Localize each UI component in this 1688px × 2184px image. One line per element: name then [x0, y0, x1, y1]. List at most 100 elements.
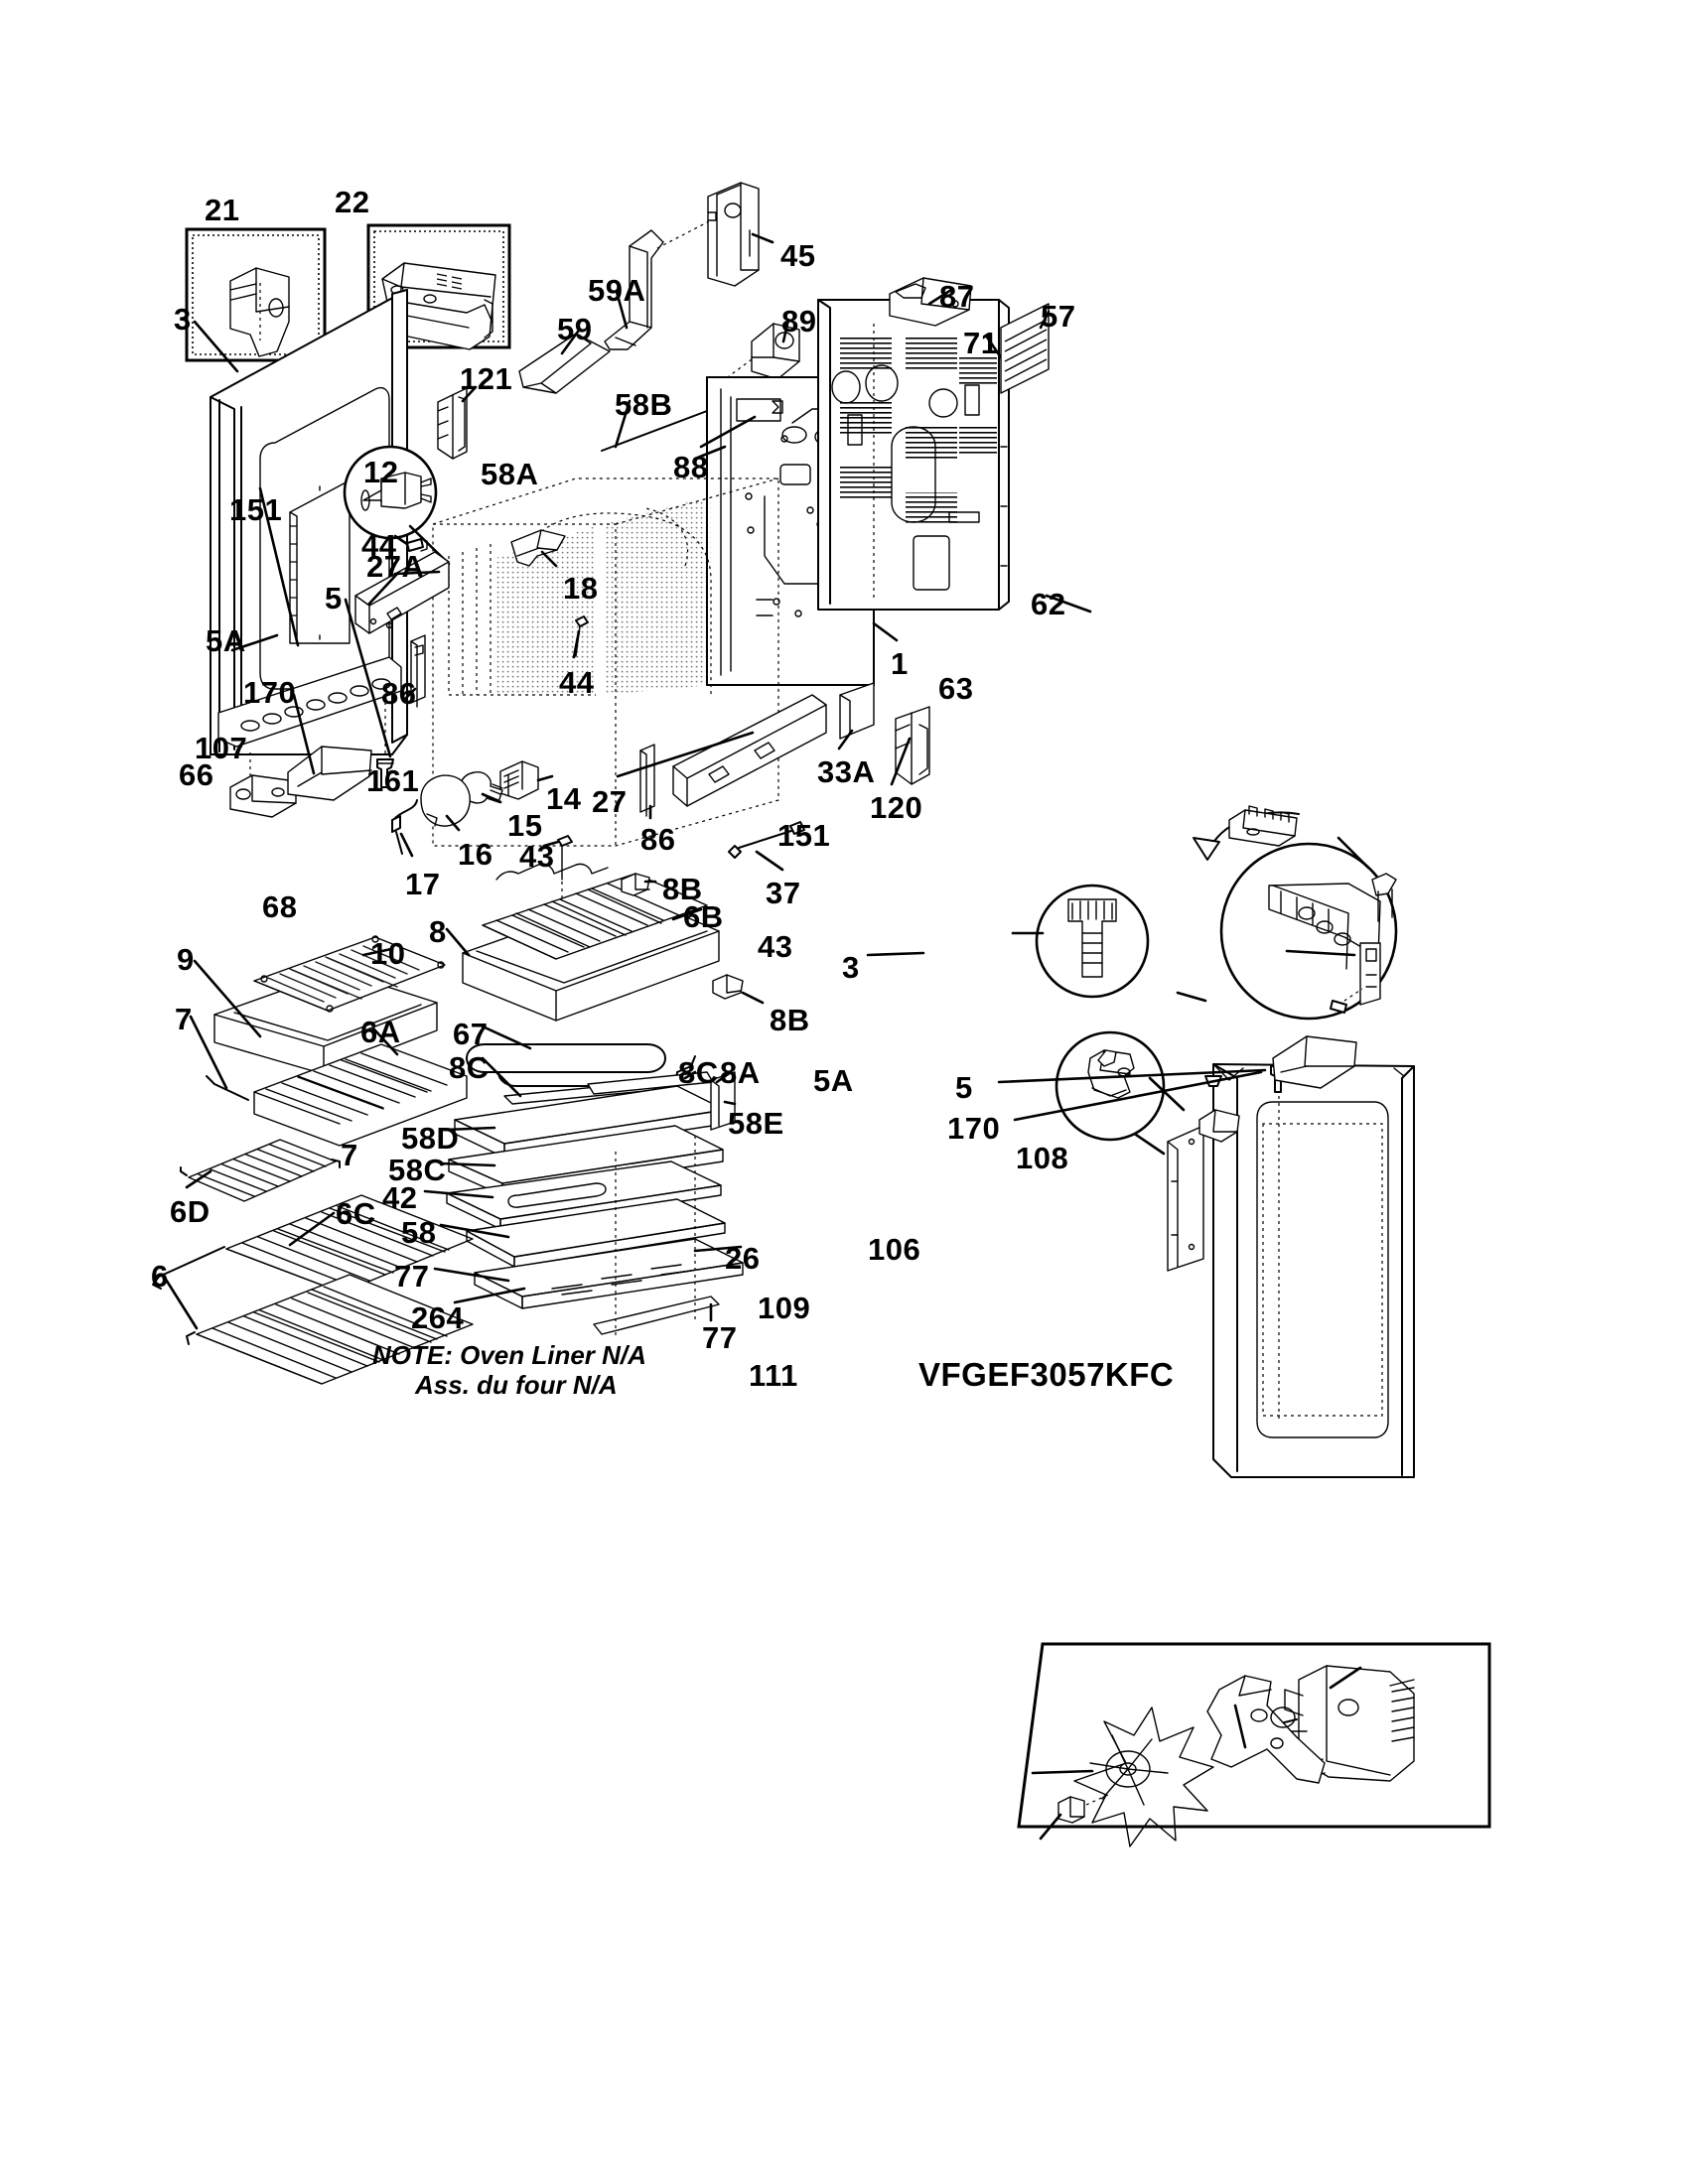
note-line-2: Ass. du four N/A [415, 1370, 618, 1400]
callout-37: 37 [766, 876, 801, 910]
leader-8A [715, 1070, 733, 1084]
callout-58B: 58B [615, 387, 673, 422]
callout-161: 161 [366, 763, 420, 798]
leader-88 [693, 445, 727, 461]
broiler-insert-10 [253, 935, 446, 1013]
rail-33A [837, 682, 875, 751]
note-line-1: NOTE: Oven Liner N/A [372, 1340, 646, 1370]
clip-86-right [639, 744, 655, 820]
vent-duct-59A [604, 219, 712, 350]
callout-120: 120 [870, 790, 923, 825]
left-hinge-assembly [229, 598, 394, 818]
lens-16 [420, 774, 471, 832]
clip-86-left [401, 634, 426, 708]
screw-5-left [344, 598, 394, 788]
callout-66: 66 [179, 757, 214, 792]
fan-nut-111 [1039, 1794, 1109, 1841]
callout-12: 12 [363, 455, 399, 489]
screw-44-right [572, 615, 589, 659]
lamp-assembly [391, 760, 554, 858]
bracket-63 [1285, 942, 1381, 1014]
callout-62: 62 [1031, 587, 1066, 621]
rail-58B-top [601, 410, 708, 452]
clip-8B-lower [712, 974, 765, 1005]
callout-8B-upper: 8B [662, 872, 703, 906]
callout-42: 42 [382, 1180, 418, 1215]
callout-21: 21 [205, 193, 240, 227]
callout-63: 63 [938, 671, 974, 706]
callout-43-mid: 43 [519, 839, 555, 874]
leader-62 [1336, 836, 1370, 870]
latch-18 [510, 529, 566, 568]
bottom-trim-77 [593, 1296, 720, 1335]
oven-cavity-liner [432, 478, 779, 847]
callout-264: 264 [411, 1300, 465, 1335]
callout-6A: 6A [360, 1015, 401, 1049]
callout-5A-left: 5A [206, 623, 246, 658]
clip-8B-upper [621, 873, 657, 896]
fan-bracket-106 [1206, 1675, 1326, 1784]
circle-detail-12 [343, 445, 451, 566]
callout-67: 67 [453, 1017, 489, 1051]
clip-1 [1228, 805, 1298, 847]
callout-22: 22 [335, 185, 370, 219]
callout-1: 1 [891, 646, 909, 681]
callout-7-lower: 7 [341, 1138, 358, 1172]
callout-89: 89 [781, 304, 817, 339]
terminal-block [1268, 873, 1397, 970]
callout-16: 16 [458, 837, 493, 872]
callout-8B-lower: 8B [770, 1003, 810, 1037]
callout-45: 45 [780, 238, 816, 273]
circle-detail-43 [1011, 884, 1150, 999]
vent-duct-59 [518, 330, 611, 394]
callout-8: 8 [429, 914, 447, 949]
screw-44-left [393, 534, 428, 552]
callout-5A-circle: 5A [813, 1063, 854, 1098]
rack-6D [180, 1139, 341, 1202]
callout-109: 109 [758, 1291, 811, 1325]
rail-27A [354, 551, 450, 634]
callout-44-left: 44 [361, 528, 397, 563]
convection-fan-109 [1031, 1706, 1214, 1847]
callout-18: 18 [563, 571, 599, 606]
callout-44-right: 44 [559, 665, 595, 700]
rack-6C [152, 1194, 474, 1294]
callout-58C: 58C [388, 1153, 447, 1187]
hinge-5A-right-body [1148, 1075, 1240, 1143]
stacked-panel-58 [439, 1198, 726, 1268]
callout-8C-left: 8C [449, 1050, 490, 1085]
bracket-170-left [287, 746, 372, 801]
rail-27 [616, 694, 827, 807]
callout-10: 10 [370, 936, 406, 971]
callout-8C-right: 8C [678, 1055, 719, 1090]
callout-170-left: 170 [243, 675, 297, 710]
callout-77-right: 77 [702, 1320, 738, 1355]
lens-clip-17 [391, 799, 418, 858]
callout-121: 121 [460, 361, 513, 396]
callout-57: 57 [1041, 299, 1076, 334]
bracket-45 [707, 182, 774, 287]
rack-6A [189, 1015, 468, 1147]
bulb-15 [459, 771, 503, 804]
socket-14 [499, 760, 554, 800]
right-oven-door [866, 951, 1415, 1478]
broiler-insert-6B [482, 863, 708, 960]
hinge-5A [1087, 1049, 1135, 1099]
callout-107: 107 [195, 731, 248, 765]
bracket-87 [889, 277, 972, 327]
callout-58D: 58D [401, 1121, 460, 1156]
circle-detail-62 [1045, 594, 1398, 1021]
callout-71: 71 [963, 326, 999, 360]
callout-87: 87 [939, 279, 975, 314]
left-oven-door [193, 289, 408, 755]
inset-box-21 [185, 227, 327, 362]
callout-170-right: 170 [947, 1111, 1001, 1146]
bolt-43 [1067, 898, 1117, 978]
bracket-120 [890, 706, 930, 786]
callout-5-right: 5 [955, 1070, 973, 1105]
callout-27A: 27A [366, 549, 425, 584]
callout-3-left: 3 [174, 302, 192, 337]
callout-27: 27 [592, 784, 628, 819]
